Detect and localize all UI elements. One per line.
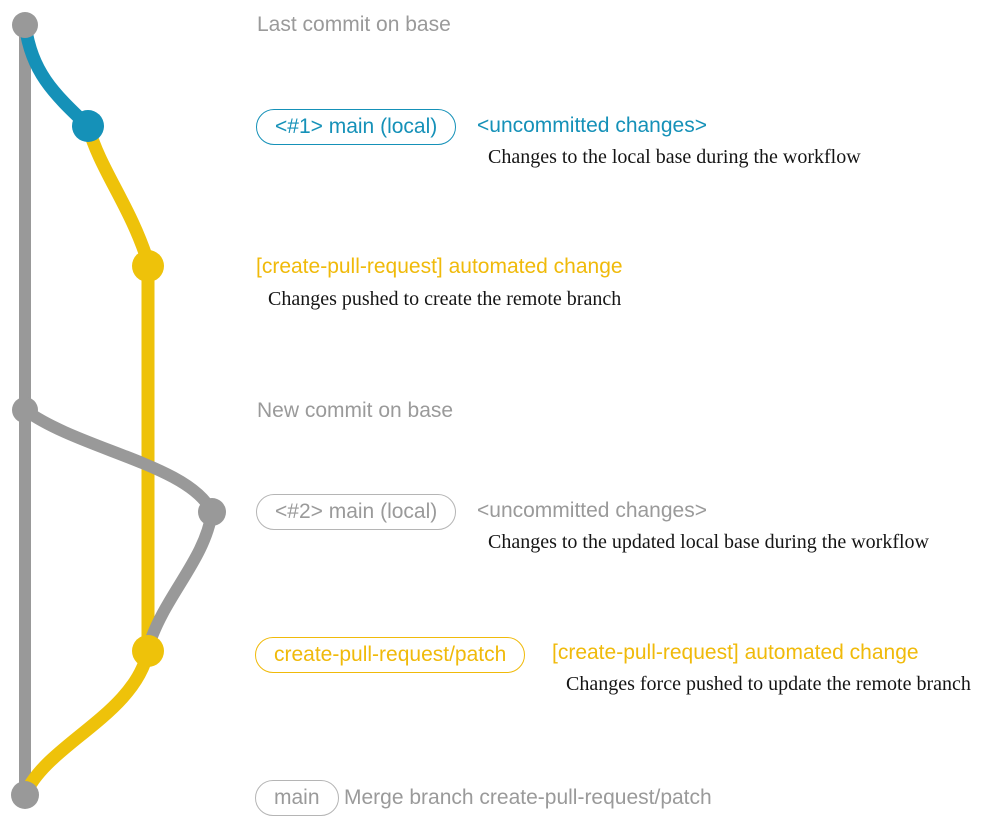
note-force-pushed-to-update-remote: Changes force pushed to update the remot… (566, 673, 971, 695)
note-updated-local-base-changes: Changes to the updated local base during… (488, 531, 929, 553)
annotation-automated-change-2: [create-pull-request] automated change (552, 641, 919, 664)
branch-badge-create-pull-request-patch: create-pull-request/patch (255, 637, 526, 673)
annotation-uncommitted-changes-2: <uncommitted changes> (477, 499, 707, 522)
annotation-last-commit-on-base: Last commit on base (257, 13, 451, 36)
remote-branch-merge-curve (18, 644, 155, 802)
commit-dot-new-base (12, 397, 38, 423)
local-branch-2-out-curve (19, 404, 218, 518)
local-branch-1-curve (18, 18, 95, 133)
commit-dot-push-1 (132, 250, 164, 282)
branch-badge-main-local-1: <#1> main (local) (256, 109, 457, 145)
branch-badge-main-local-2: <#2> main (local) (256, 494, 457, 530)
commit-dot-push-2 (132, 635, 164, 667)
branch-badge-main: main (255, 780, 339, 816)
annotation-new-commit-on-base: New commit on base (257, 399, 454, 422)
remote-branch-line (81, 119, 155, 658)
annotation-uncommitted-changes-1: <uncommitted changes> (477, 114, 707, 137)
commit-dot-last-base (12, 12, 38, 38)
annotation-automated-change-1: [create-pull-request] automated change (256, 255, 623, 278)
commit-dot-merge (11, 781, 39, 809)
local-branch-2-return-curve (143, 506, 218, 651)
commit-dot-local-2 (198, 498, 226, 526)
commit-dot-local-1 (72, 110, 104, 142)
note-pushed-to-create-remote: Changes pushed to create the remote bran… (268, 288, 622, 310)
note-local-base-changes-1: Changes to the local base during the wor… (488, 146, 861, 168)
git-graph (11, 12, 226, 809)
annotation-merge-branch: Merge branch create-pull-request/patch (344, 786, 712, 809)
